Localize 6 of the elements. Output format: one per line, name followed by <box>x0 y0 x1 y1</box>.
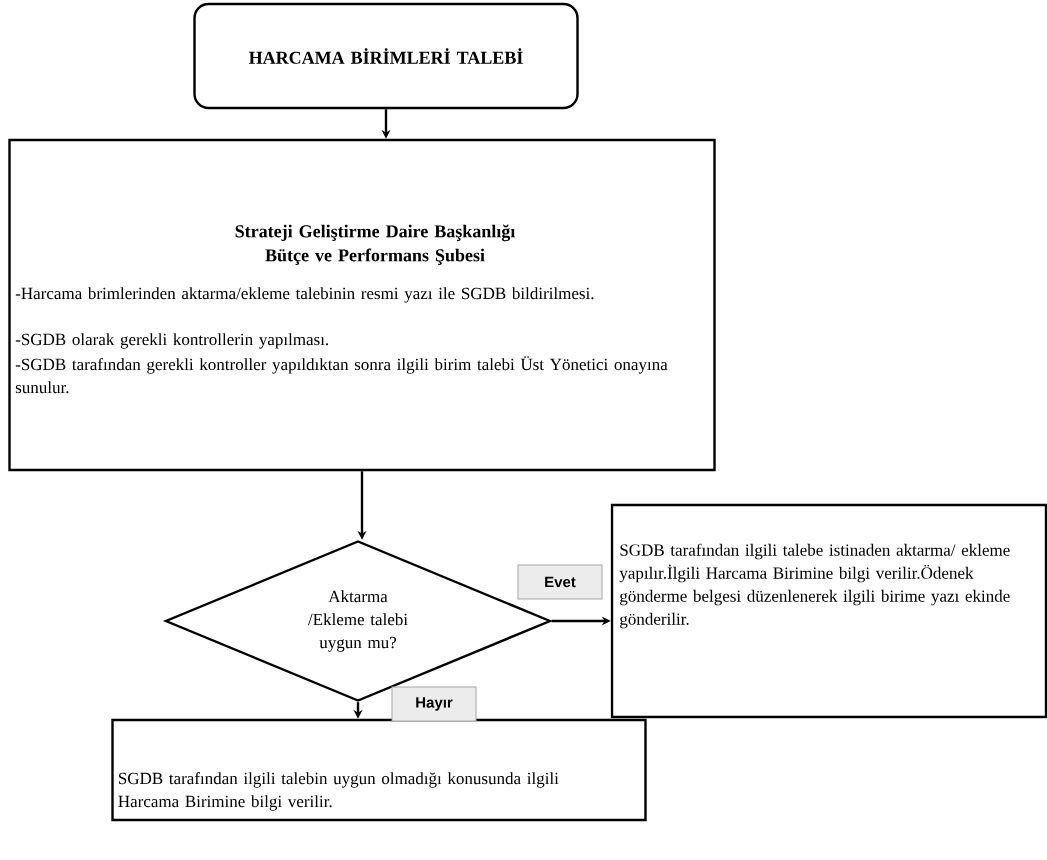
process-box: SGDB tarafından ilgili talebin uygun olmadığı konusunda ilgili Harcama Birimine bilgi verilir. <box>111 718 647 822</box>
edge-label: Hayır <box>391 686 477 722</box>
edge-label: Evet <box>517 564 603 600</box>
process-box: SGDB tarafından ilgili talebe istinaden aktarma/ ekleme yapılır.İlgili Harcama Birimine bilgi verilir.Ödenek gönderme belgesi düzenlenerek ilgili birime yazı ekinde gönderilir. <box>610 503 1047 719</box>
start-box: HARCAMA BİRİMLERİ TALEBİ <box>193 2 579 110</box>
process-box: Strateji Geliştirme Daire Başkanlığı Bütçe ve Performans Şubesi -Harcama brimlerinden aktarma/ekleme talebinin resmi yazı ile SGDB bildirilmesi. -SGDB olarak gerekli kontrollerin yapılması. -SGDB tarafından gerekli kontroller yapıldıktan sonra ilgili birim talebi Üst Yönetici onayına sunulur. <box>8 138 716 472</box>
